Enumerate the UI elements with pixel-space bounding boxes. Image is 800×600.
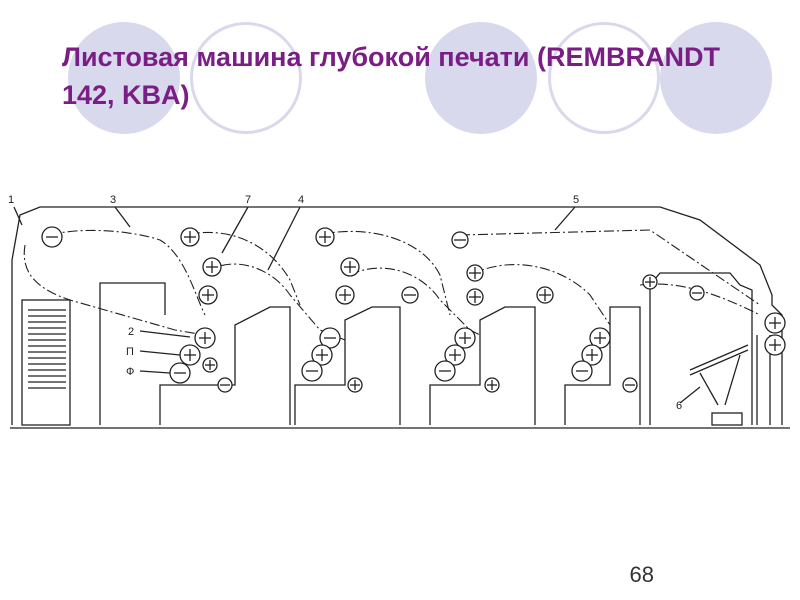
machine-frame bbox=[11, 206, 783, 425]
cylinders-unit-1 bbox=[41, 226, 233, 393]
slide-number: 68 bbox=[629, 562, 654, 587]
feeder-stack-lines bbox=[28, 309, 66, 389]
slide-title: Листовая машина глубокой печати (REMBRAN… bbox=[62, 42, 720, 110]
delivery-pile bbox=[689, 344, 749, 426]
label-p: П bbox=[126, 346, 134, 358]
label-7: 7 bbox=[245, 194, 251, 206]
decor-circle-3 bbox=[425, 22, 537, 134]
leader-lines bbox=[13, 206, 701, 404]
label-2: 2 bbox=[128, 326, 134, 338]
decor-circle-1 bbox=[68, 22, 180, 134]
decor-circle-4 bbox=[548, 22, 660, 134]
sheet-feeder bbox=[21, 299, 71, 426]
label-5: 5 bbox=[573, 194, 579, 206]
cylinders-unit-3 bbox=[434, 231, 554, 393]
cylinders-unit-2 bbox=[301, 227, 419, 393]
label-1: 1 bbox=[8, 194, 14, 206]
label-6: 6 bbox=[676, 400, 682, 412]
label-3: 3 bbox=[110, 194, 116, 206]
press-schematic: 1 3 7 4 5 2 П Ф 6 bbox=[8, 194, 790, 429]
label-f: Ф bbox=[126, 366, 134, 378]
label-4: 4 bbox=[298, 194, 304, 206]
sheet-path bbox=[23, 229, 761, 341]
decor-circle-2 bbox=[190, 22, 302, 134]
decor-circle-5 bbox=[660, 22, 772, 134]
cylinders-unit-4 bbox=[571, 274, 786, 393]
